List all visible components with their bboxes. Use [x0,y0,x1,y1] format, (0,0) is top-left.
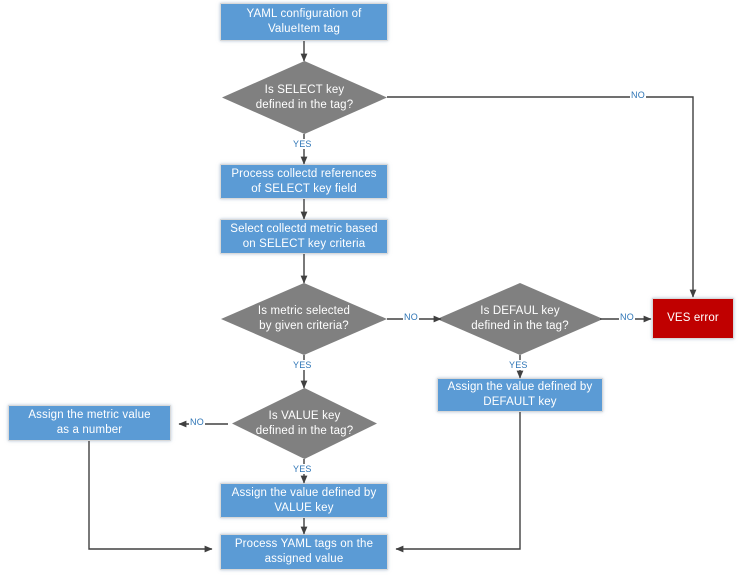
node-label: Is metric selected by given criteria? [221,283,387,355]
node-label-line2: by given criteria? [259,320,349,332]
node-process-collectd-references[interactable]: Process collectd references of SELECT ke… [220,164,388,199]
node-label: Process YAML tags on the assigned value [235,537,373,567]
node-label-line2: defined in the tag? [255,98,354,111]
node-assign-default-value[interactable]: Assign the value defined by DEFAULT key [437,378,603,412]
edge-label-metric-yes: YES [292,360,313,370]
node-label-line1: Is SELECT key [264,83,345,96]
edge-number-to-yaml [88,441,213,553]
node-label-line1: Assign the value defined by [231,486,377,499]
node-label-line2: of SELECT key field [251,182,357,195]
node-label-text: Is DEFAUL key defined in the tag? [471,304,568,334]
node-label-line1: Is metric selected [257,305,351,317]
node-ves-error[interactable]: VES error [652,298,734,339]
node-label: Process collectd references of SELECT ke… [231,167,376,197]
node-label: Is SELECT key defined in the tag? [222,61,387,134]
node-label-line2: defined in the tag? [255,424,354,437]
edge-default-to-yaml [395,412,521,553]
node-label: Is VALUE key defined in the tag? [232,388,377,459]
node-label-line1: Is VALUE key [268,409,341,422]
node-process-yaml-tags[interactable]: Process YAML tags on the assigned value [220,534,388,570]
edge-label-default-yes: YES [508,360,529,370]
node-assign-value-key[interactable]: Assign the value defined by VALUE key [220,483,388,518]
edge-label-value-yes: YES [292,464,313,474]
node-label-line1: Assign the metric value [28,409,151,421]
node-label-line2: ValueItem tag [267,23,341,35]
node-decision-select-key[interactable]: Is SELECT key defined in the tag? [222,61,387,134]
node-label-line1: Is DEFAUL key [480,305,560,317]
edge-label-select-yes: YES [292,139,313,149]
node-label: VES error [667,312,719,324]
node-label-text: Is metric selected by given criteria? [258,304,350,334]
node-label-line1: YAML configuration of [246,8,362,20]
node-yaml-configuration[interactable]: YAML configuration of ValueItem tag [220,3,388,41]
node-label-line1: Process collectd references [231,167,377,180]
node-label-text: Is SELECT key defined in the tag? [256,83,353,113]
edge-label-select-no: NO [630,90,646,100]
node-label-line1: Select collectd metric based [230,222,378,235]
node-label-line1: Assign the value defined by [447,381,593,393]
node-label-line2: defined in the tag? [471,320,569,332]
node-label: Assign the metric value as a number [28,408,150,438]
node-label: Assign the value defined by DEFAULT key [448,380,593,410]
node-assign-metric-value-number[interactable]: Assign the metric value as a number [8,405,171,441]
node-decision-value-key[interactable]: Is VALUE key defined in the tag? [232,388,377,459]
node-label-line2: DEFAULT key [483,396,557,408]
edge-label-value-no: NO [189,417,205,427]
node-label-line2: as a number [56,424,123,436]
node-select-collectd-metric[interactable]: Select collectd metric based on SELECT k… [220,219,388,254]
node-label-line2: assigned value [264,553,344,565]
node-decision-default-key[interactable]: Is DEFAUL key defined in the tag? [437,283,603,355]
node-label: Select collectd metric based on SELECT k… [230,222,377,252]
edge-label-metric-no: NO [403,312,419,322]
edge-label-default-no: NO [619,312,635,322]
node-label: YAML configuration of ValueItem tag [246,7,361,37]
node-label: Is DEFAUL key defined in the tag? [437,283,603,355]
node-decision-metric-selected[interactable]: Is metric selected by given criteria? [221,283,387,355]
node-label-line2: on SELECT key criteria [242,237,366,250]
node-label-line2: VALUE key [274,501,334,514]
node-label-line1: Process YAML tags on the [234,538,374,550]
node-label: Assign the value defined by VALUE key [232,486,377,516]
node-label-text: Is VALUE key defined in the tag? [256,409,353,439]
edge-select-no [387,96,697,298]
